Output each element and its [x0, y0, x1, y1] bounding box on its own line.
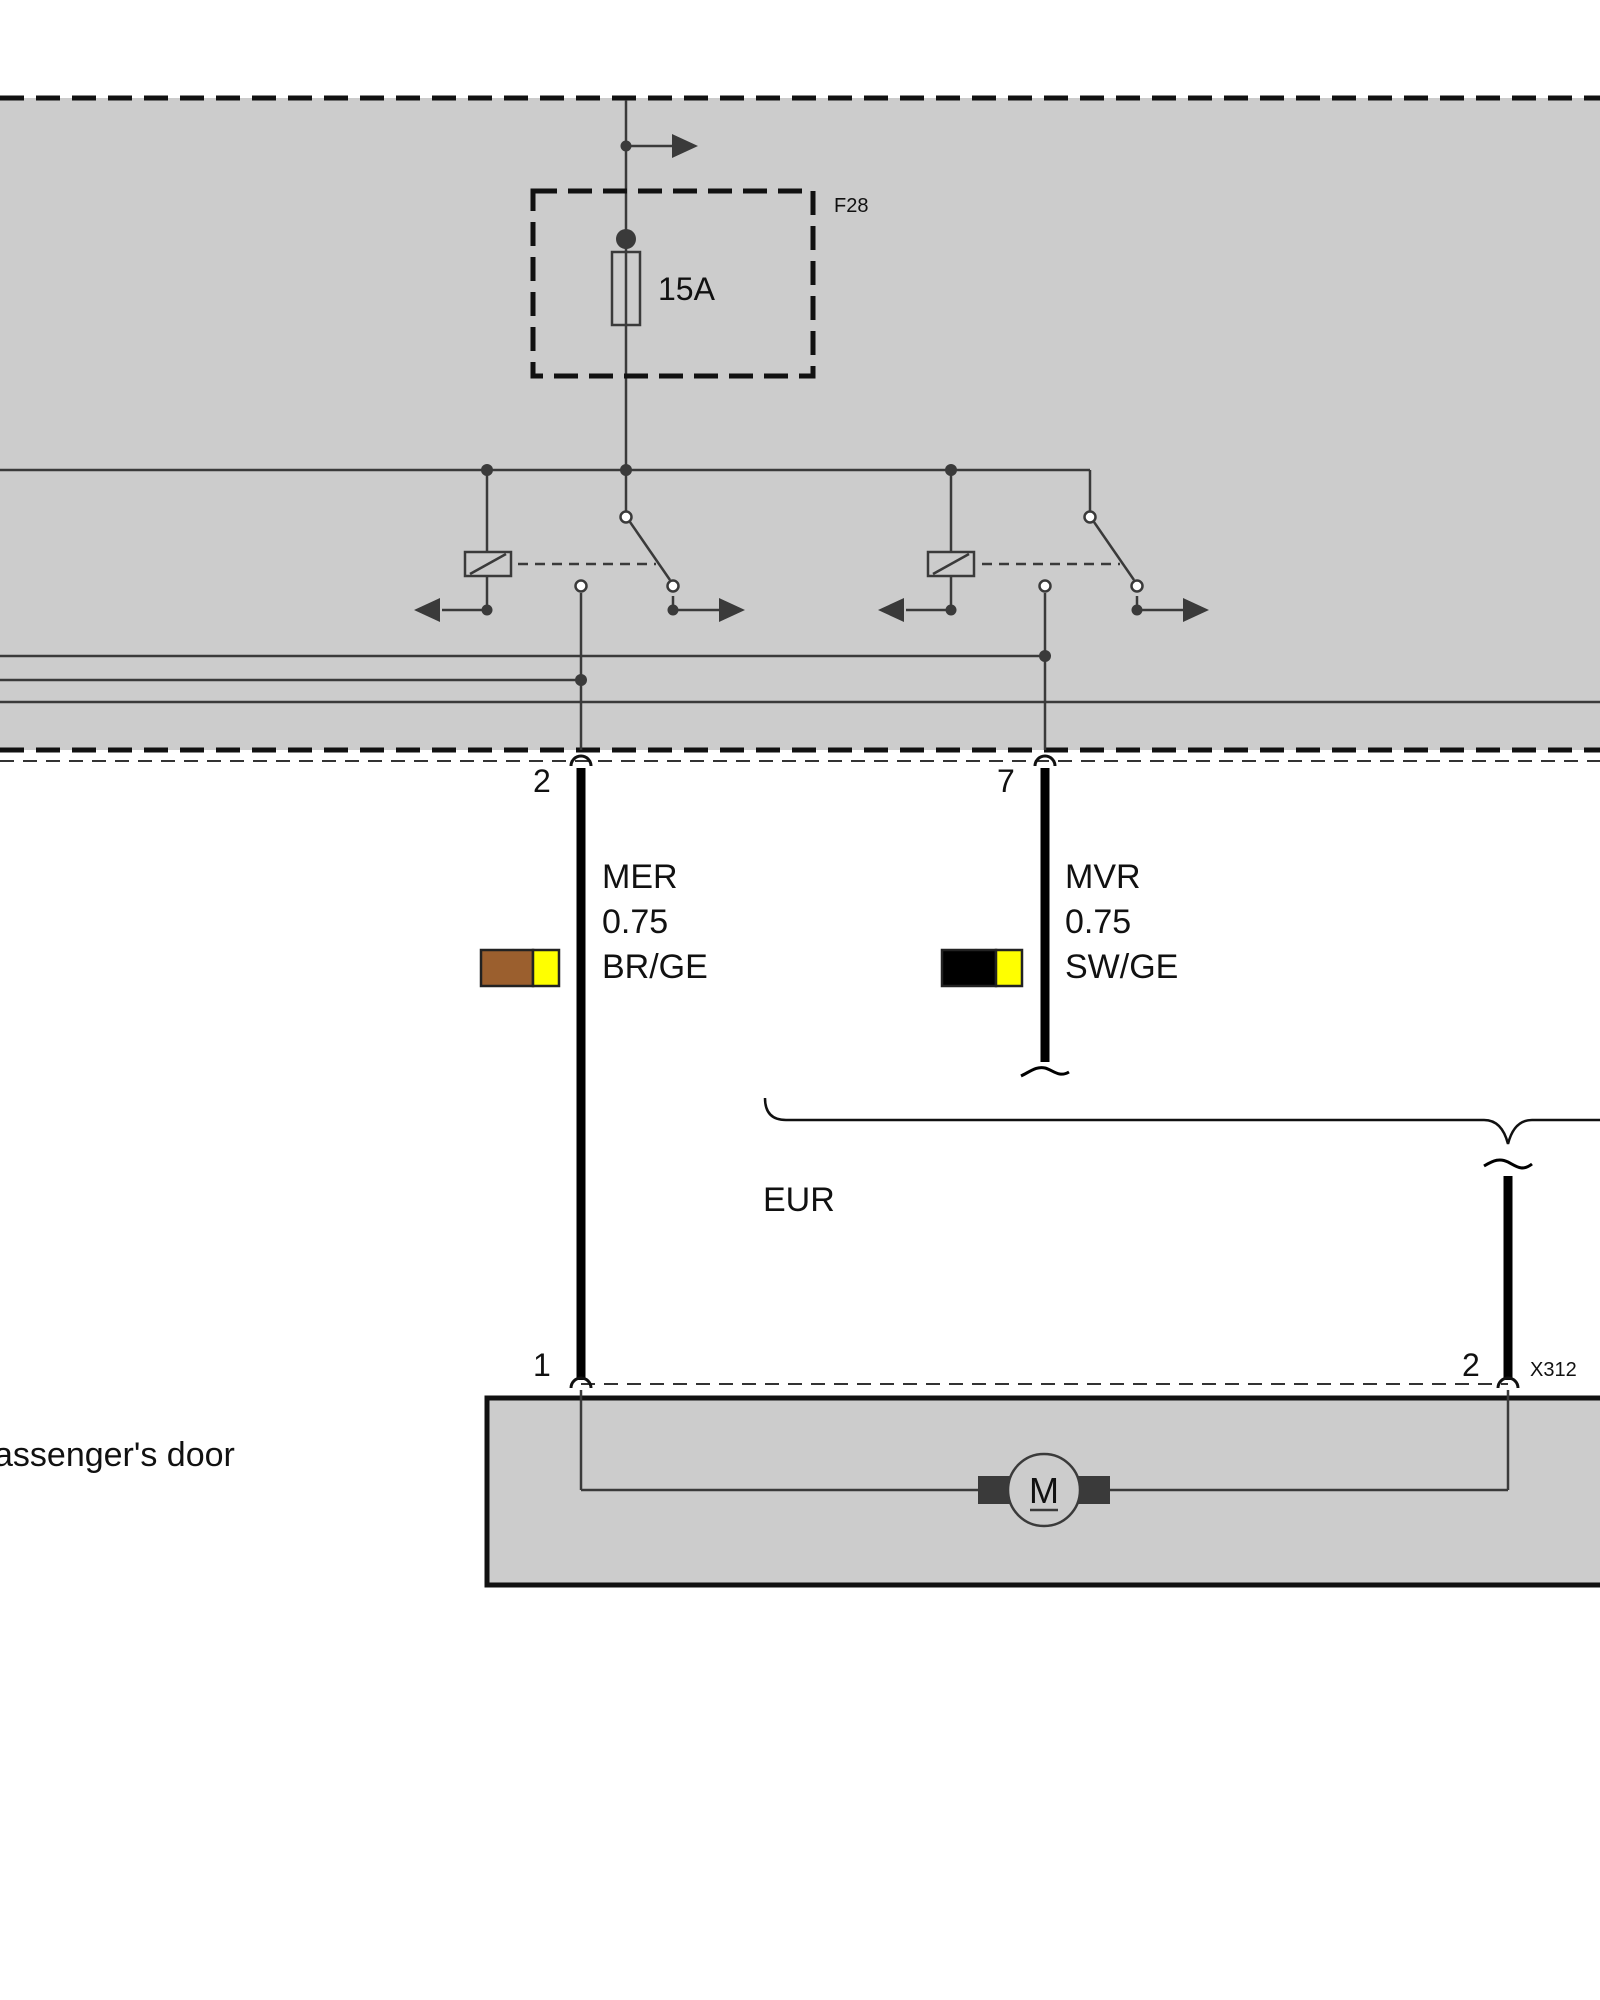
connector-id: X312: [1530, 1359, 1577, 1381]
pin-socket-icon: [1033, 754, 1057, 767]
wire-mvr: MVR 0.75 SW/GE: [940, 768, 1178, 1078]
wire-signal: MER: [602, 858, 678, 896]
motor-terminal: [978, 1476, 1010, 1504]
arrow-left-icon: [414, 598, 440, 622]
bottom-module-label: assenger's door: [0, 1436, 235, 1474]
relay-contact-icon: [1130, 579, 1144, 593]
bottom-module: M: [484, 1390, 1600, 1588]
fuse-box: [530, 188, 816, 379]
wire-break-icon: [1483, 1158, 1533, 1170]
bus-junctions: [481, 464, 1051, 686]
junction-dot: [667, 604, 679, 616]
motor-terminal: [1078, 1476, 1110, 1504]
arrow-left-icon: [878, 598, 904, 622]
arrow-right-icon: [672, 134, 698, 158]
motor-circuit: [579, 1390, 1510, 1492]
arrow-right-icon: [719, 598, 745, 622]
wire-signal: MVR: [1065, 858, 1141, 896]
supply-line: [624, 100, 680, 470]
connector-x312: 1 2 X312: [533, 1347, 1577, 1389]
pin-number: 2: [533, 763, 551, 799]
pin-socket-icon: [569, 1376, 593, 1389]
fuse-f28: F28 15A: [530, 188, 868, 379]
wire-color-swatch: [531, 948, 561, 988]
wire-break-icon: [1020, 1066, 1070, 1078]
variant-eur: EUR: [763, 1097, 1600, 1380]
relay-contact-icon: [1083, 510, 1097, 524]
relay-2: [878, 470, 1209, 750]
pin-number: 1: [533, 1347, 551, 1383]
wire-mer: MER 0.75 BR/GE: [479, 768, 708, 1380]
motor-icon: [1006, 1452, 1082, 1528]
wire-gauge: 0.75: [602, 903, 668, 941]
wire-color-swatch: [479, 948, 535, 988]
junction-dot: [1131, 604, 1143, 616]
wire-gauge: 0.75: [1065, 903, 1131, 941]
fuse-rating: 15A: [658, 271, 716, 307]
arrow-right-icon: [1183, 598, 1209, 622]
wire-color-swatch: [940, 948, 998, 988]
internal-bus: [0, 468, 1600, 704]
variant-brace: [763, 1097, 1600, 1145]
fuse-terminal-dot: [616, 229, 636, 249]
fuse-id: F28: [834, 195, 868, 217]
top-module-body: [0, 98, 1600, 750]
pin-socket-icon: [1496, 1376, 1520, 1389]
junction-dot: [620, 140, 632, 152]
variant-label: EUR: [763, 1181, 835, 1219]
top-connector-pins: 2 7: [533, 754, 1057, 799]
fuse-icon: [610, 250, 642, 327]
junction-dot: [945, 604, 957, 616]
relay-contact-icon: [574, 579, 588, 593]
pin-number: 2: [1462, 1347, 1480, 1383]
top-module: F28 15A: [0, 95, 1600, 762]
motor-symbol: M: [1029, 1470, 1059, 1511]
wire-color-swatch: [994, 948, 1024, 988]
relay-contact-icon: [1038, 579, 1052, 593]
relay-1: [414, 470, 745, 750]
relay-coil-diagonal: [469, 552, 507, 576]
junction-dot: [481, 604, 493, 616]
relay-coil-diagonal: [932, 552, 970, 576]
relay-contact-icon: [619, 510, 633, 524]
pin-socket-icon: [569, 754, 593, 767]
wire-color-code: SW/GE: [1065, 948, 1178, 986]
wire-color-code: BR/GE: [602, 948, 708, 986]
pin-number: 7: [997, 763, 1015, 799]
relay-contact-icon: [666, 579, 680, 593]
